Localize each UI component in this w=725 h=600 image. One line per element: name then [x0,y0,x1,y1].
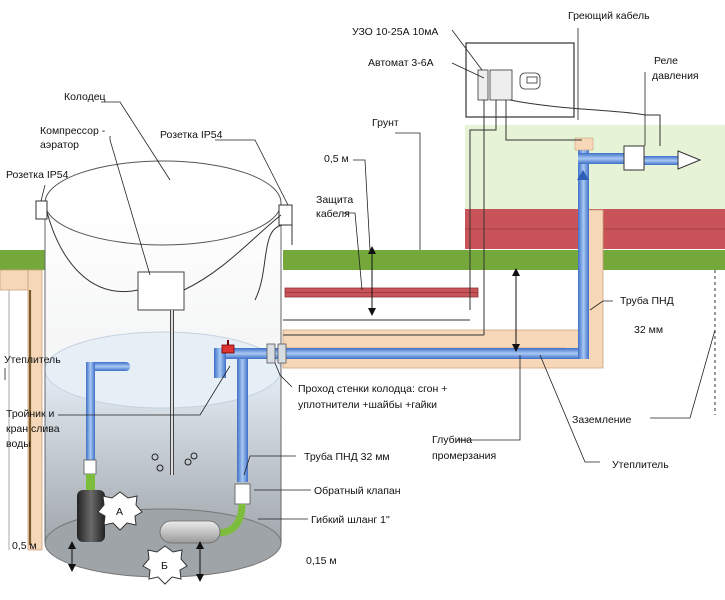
insulation-left-block [0,269,29,291]
pump-b-icon [159,520,221,544]
label-uzo: УЗО 10-25А 10мА [352,26,438,38]
label-tee-1: Тройник и [6,408,55,420]
house-zone [465,125,725,209]
badge-a [97,491,143,531]
label-socket-top: Розетка IP54 [160,129,223,141]
label-relay-1: Реле [654,55,678,67]
label-compressor-1: Компрессор - [40,125,106,137]
badge-b [142,545,188,585]
drain-valve-icon [221,340,235,354]
label-well: Колодец [64,91,106,103]
pump-a-icon [77,490,105,542]
label-pipe-pnd-32: Труба ПНД 32 мм [304,451,390,463]
label-cable-protection-2: кабеля [316,208,350,220]
label-compressor-2: аэратор [40,139,79,151]
pump-pipe-a [83,459,97,475]
label-breaker: Автомат 3-6А [368,57,434,69]
label-pump-a: А [116,506,123,518]
label-bottom-015: 0,15 м [306,555,337,567]
label-wall-pass-1: Проход стенки колодца: сгон + [298,383,447,395]
label-bottom-half: 0,5 м [12,540,37,552]
ground-line-left [0,250,45,270]
ground-line-right [283,250,725,270]
label-grounding: Заземление [572,414,631,426]
label-cable-protection-1: Защита [316,194,353,206]
label-relay-2: давления [652,70,699,82]
flow-arrow-icon [677,150,702,170]
label-socket-left: Розетка IP54 [6,169,69,181]
label-insulation-left: Утеплитель [4,354,61,366]
label-pump-b: Б [161,560,168,572]
check-valve-icon [234,483,251,505]
label-ground: Грунт [372,117,399,129]
socket-icon [35,200,48,220]
label-freeze-2: промерзания [432,450,496,462]
pipe-to-house [214,348,584,359]
label-freeze-1: Глубина [432,434,472,446]
label-insulation-right: Утеплитель [612,459,669,471]
label-pipe-pnd: Труба ПНД [620,295,674,307]
label-flexible-hose: Гибкий шланг 1" [311,514,390,526]
wall-pass-fitting [266,343,287,364]
label-heating-cable: Греющий кабель [568,10,650,22]
aeration-bubbles-icon [151,452,198,472]
pipe-riser [237,352,248,482]
pressure-relay-icon [623,145,645,171]
label-check-valve: Обратный клапан [314,485,401,497]
label-tee-2: кран слива [6,423,60,435]
label-tee-3: воды [6,438,31,450]
label-pipe-32: 32 мм [634,324,663,336]
label-wall-pass-2: уплотнители +шайбы +гайки [298,399,437,411]
pipe-up-house [578,170,589,359]
label-depth-half: 0,5 м [324,153,349,165]
compressor-icon [137,271,185,311]
pipe-left-horizontal [86,362,130,371]
